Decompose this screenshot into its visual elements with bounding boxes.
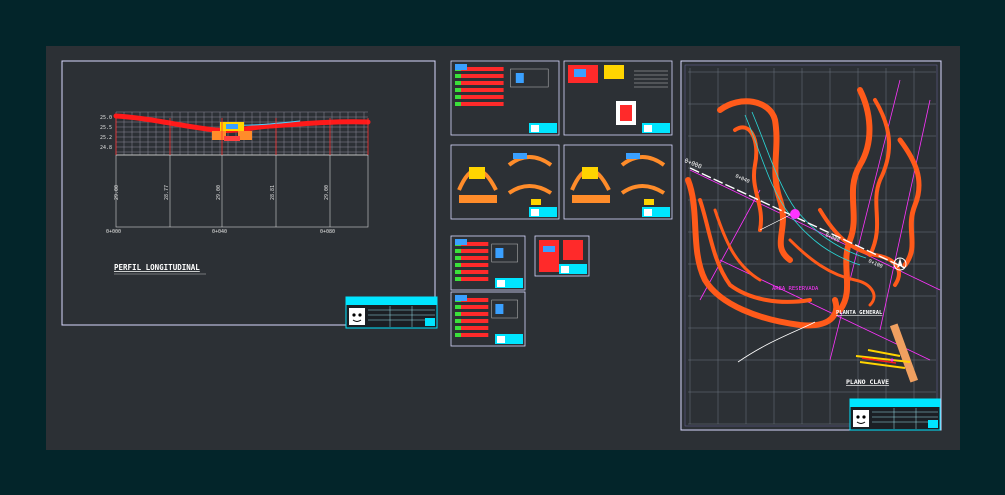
station-mark: 0+100 (867, 258, 883, 270)
cota-label: 29.00 (324, 185, 330, 200)
detail-sheet-6[interactable] (534, 235, 590, 277)
contour-lines (685, 87, 922, 329)
detail-sheet-4[interactable] (563, 144, 673, 220)
logo-mask-icon (349, 308, 365, 325)
bridge-marker-icon (790, 209, 800, 219)
section-label: PLANTA GENERAL (836, 310, 883, 316)
sheet-plan-border (680, 60, 942, 431)
logo-mask-icon (853, 410, 869, 427)
key-plan-title: PLANO CLAVE (846, 378, 889, 386)
station-mark: 0+080 (824, 232, 840, 244)
plan-grid (688, 68, 936, 425)
bridge-structure (212, 122, 252, 141)
sheet-profile-border (61, 60, 436, 326)
elevation-label: 25.2 (100, 135, 112, 141)
property-lines (689, 79, 941, 361)
detail-sheets[interactable] (450, 60, 673, 347)
elevation-label: 25.5 (100, 125, 112, 131)
station-label: 0+000 (106, 229, 121, 235)
key-plan (855, 323, 919, 383)
detail-sheet-2[interactable] (563, 60, 673, 136)
sheet-plan[interactable]: 0+000 0+040 0+080 0+100 AREA RESERVADA P… (680, 60, 942, 431)
cota-label: 28.77 (164, 185, 170, 200)
station-mark: 0+040 (734, 173, 750, 185)
sheet-profile[interactable]: 25.0 25.5 25.2 24.8 29.00 28.77 29.00 (61, 60, 438, 329)
cota-label: 28.81 (270, 185, 276, 200)
station-label: 0+080 (320, 229, 335, 235)
detail-sheet-1[interactable] (450, 60, 560, 136)
detail-sheet-3[interactable] (450, 144, 560, 220)
title-block[interactable] (849, 398, 941, 431)
cota-label: 29.00 (114, 185, 120, 200)
cota-label: 29.00 (216, 185, 222, 200)
profile-title: PERFIL LONGITUDINAL (114, 263, 200, 272)
area-label: AREA RESERVADA (772, 286, 819, 292)
detail-sheet-7[interactable] (450, 291, 526, 347)
elevation-label: 24.8 (100, 145, 112, 151)
elevation-label: 25.0 (100, 115, 112, 121)
detail-sheet-5[interactable] (450, 235, 526, 291)
road-line (737, 321, 816, 363)
cota-table (115, 154, 369, 228)
title-block[interactable] (345, 296, 438, 329)
station-label: 0+040 (212, 229, 227, 235)
